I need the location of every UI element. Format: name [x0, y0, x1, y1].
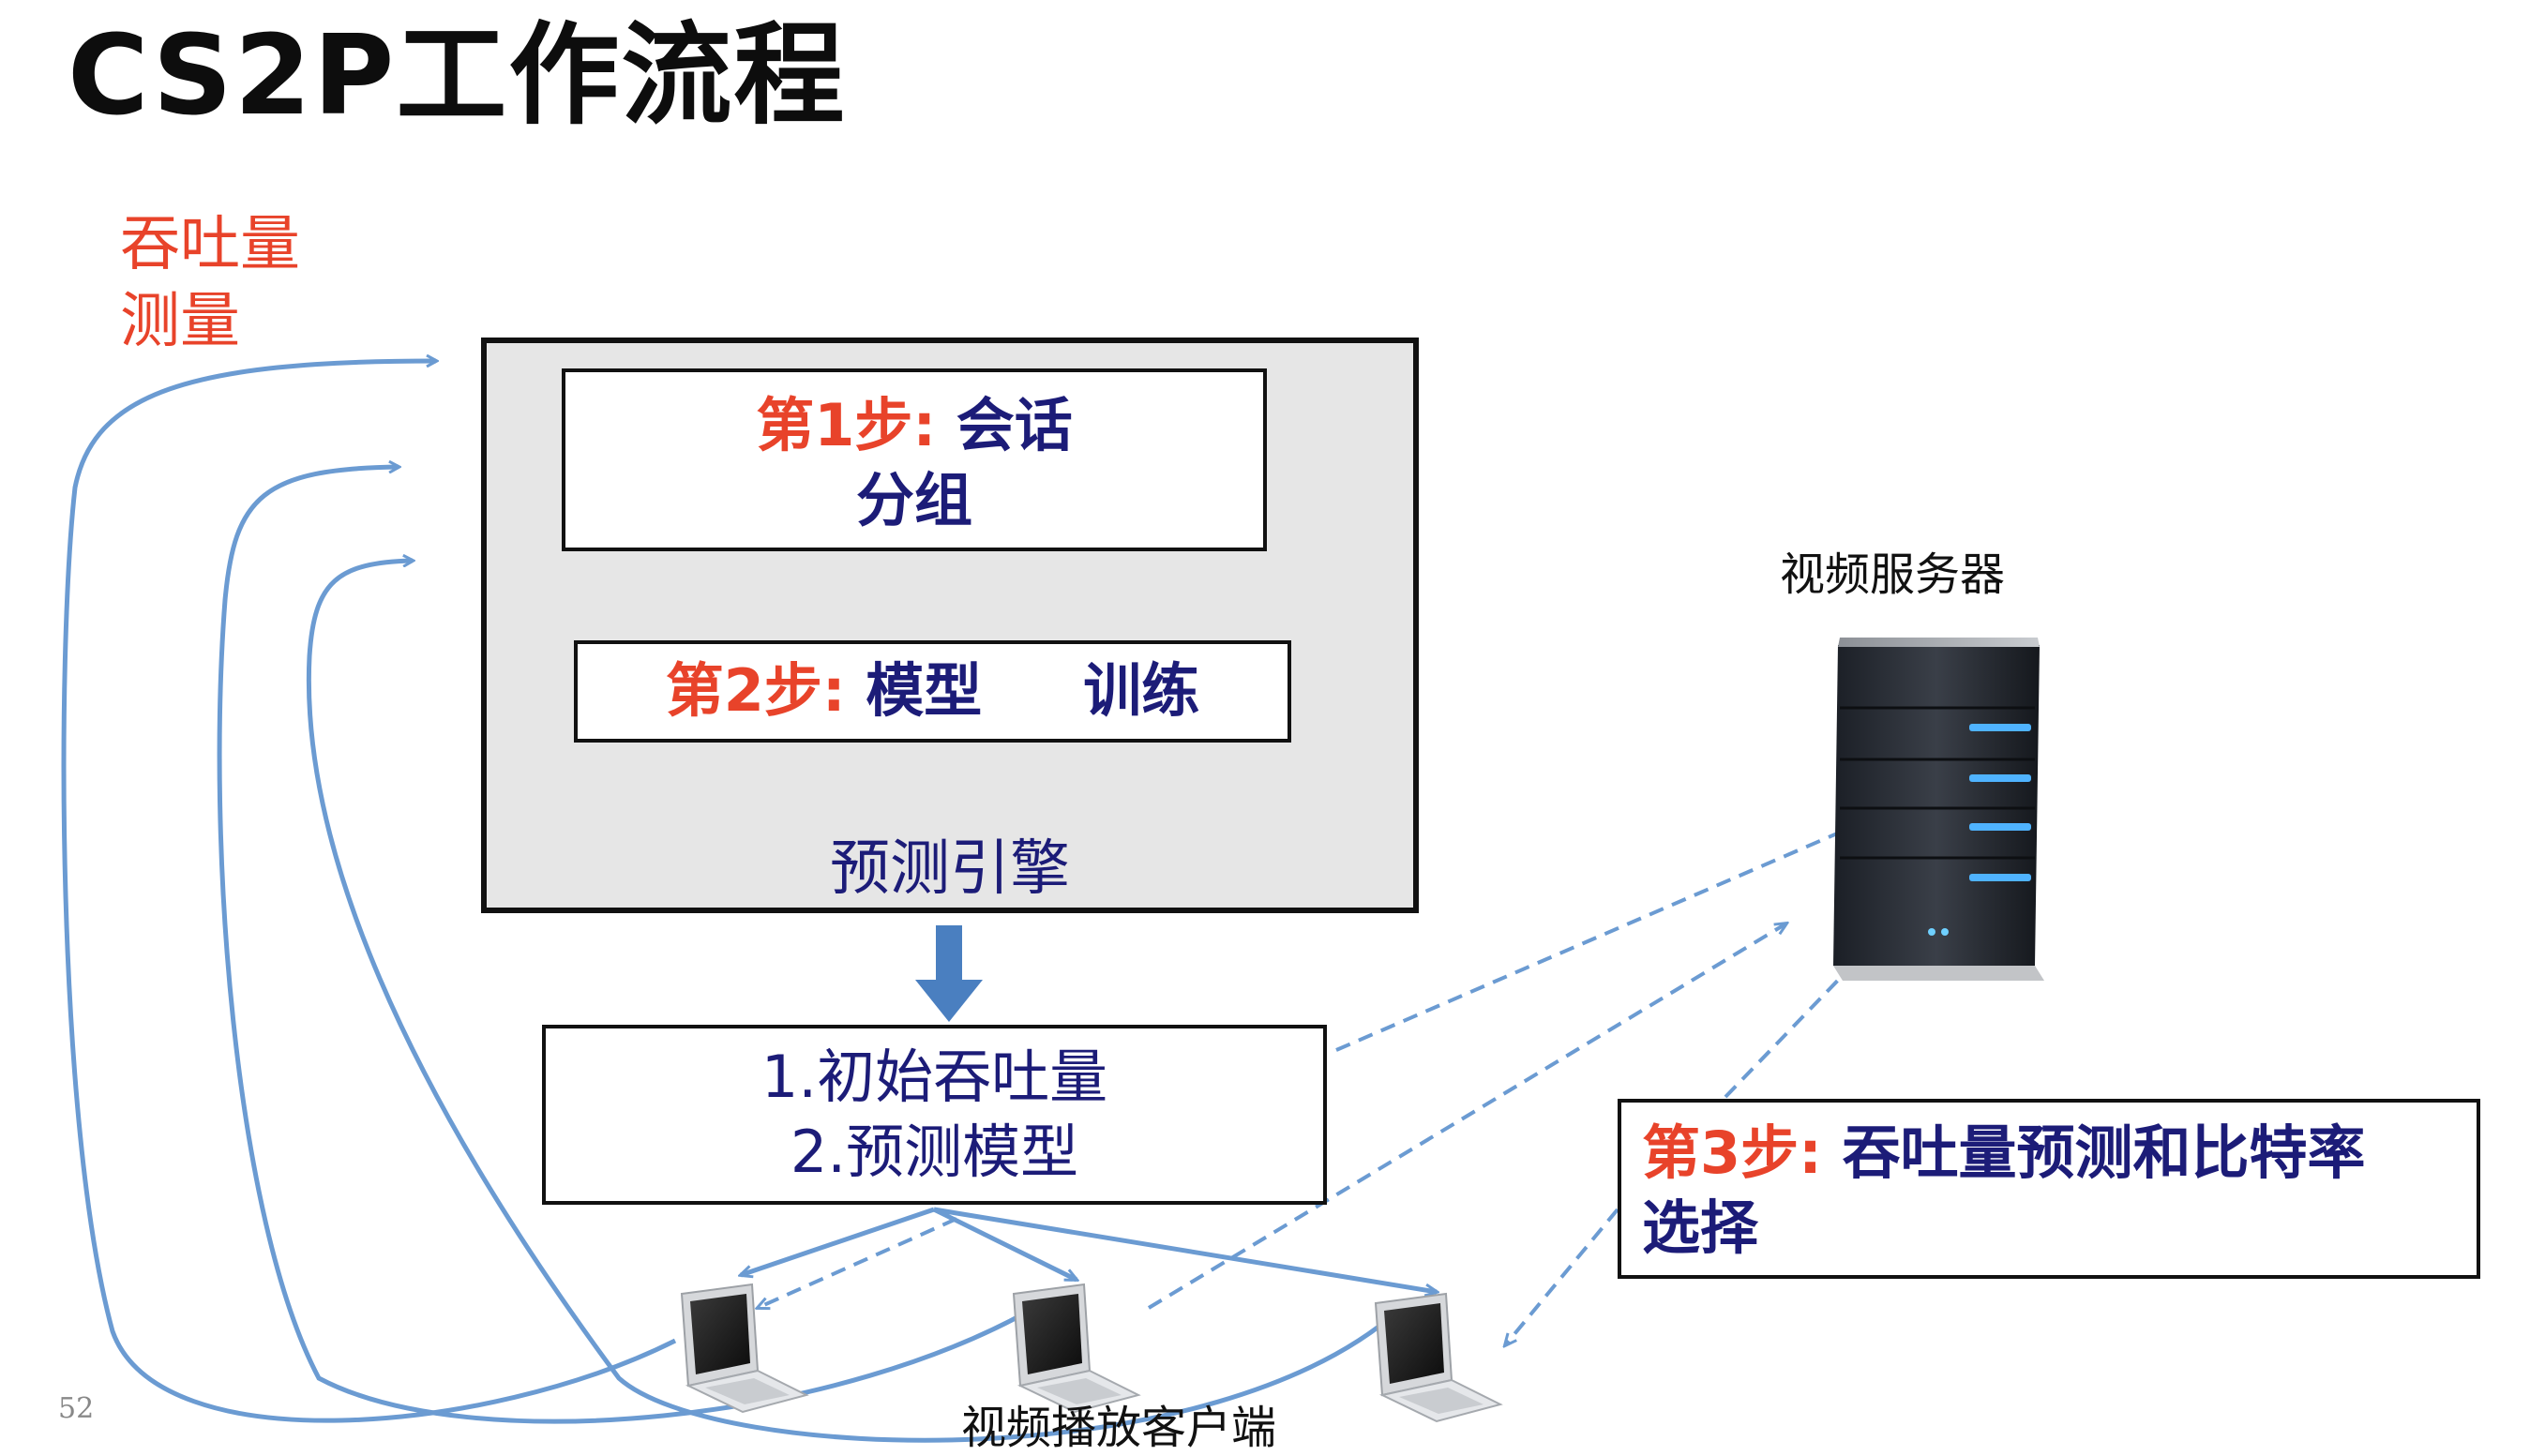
server-icon	[1833, 638, 2044, 981]
laptop-icon-2	[1012, 1283, 1141, 1414]
dashed-links	[758, 825, 1857, 1345]
down-arrow-2	[915, 925, 983, 1022]
step2-prefix: 第2步:	[665, 656, 846, 725]
output-line2: 2.预测模型	[790, 1118, 1079, 1186]
step3-prefix: 第3步:	[1642, 1118, 1822, 1187]
step3-box: 第3步: 吞吐量预测和比特率 选择	[1618, 1099, 2480, 1279]
page-number: 52	[58, 1392, 95, 1425]
distribution-arrows	[741, 1207, 1437, 1292]
feedback-curves	[61, 361, 1408, 1443]
step1-prefix: 第1步:	[756, 391, 937, 459]
laptop-icon-3	[1374, 1292, 1503, 1423]
throughput-label-line1: 吞吐量	[120, 210, 300, 279]
page-title: CS2P工作流程	[68, 10, 847, 140]
throughput-label-line2: 测量	[120, 287, 240, 356]
dash-output-to-client-1	[758, 1217, 957, 1308]
arrow-to-client-1	[741, 1207, 935, 1275]
step1-text-line1: 会话	[936, 391, 1073, 459]
feedback-curve-middle	[217, 467, 1052, 1424]
engine-label: 预测引擎	[830, 834, 1070, 904]
dash-output-to-server	[1335, 825, 1857, 1052]
arrow-to-client-3	[933, 1207, 1437, 1292]
dash-client-2-to-server	[1147, 923, 1786, 1310]
feedback-curve-inner	[306, 561, 1408, 1443]
step1-box: 第1步: 会话 分组	[562, 368, 1267, 551]
output-line1: 1.初始吞吐量	[761, 1043, 1108, 1111]
server-label: 视频服务器	[1780, 548, 2006, 601]
step2-text: 模型 训练	[845, 656, 1200, 725]
dash-step3-to-server	[1724, 966, 1852, 1099]
step3-text-line1: 吞吐量预测和比特率	[1821, 1118, 2366, 1187]
step2-box: 第2步: 模型 训练	[574, 640, 1291, 743]
step1-text-line2: 分组	[855, 466, 972, 534]
throughput-measurement-label: 吞吐量 测量	[120, 206, 300, 360]
arrow-to-client-2	[932, 1207, 1077, 1283]
dash-step3-to-client-3	[1505, 1208, 1619, 1345]
feedback-curve-outer	[61, 361, 677, 1423]
client-label: 视频播放客户端	[961, 1402, 1277, 1454]
step3-text-line2: 选择	[1642, 1193, 1759, 1262]
laptop-icon-1	[680, 1283, 809, 1414]
output-box: 1.初始吞吐量 2.预测模型	[542, 1025, 1327, 1205]
